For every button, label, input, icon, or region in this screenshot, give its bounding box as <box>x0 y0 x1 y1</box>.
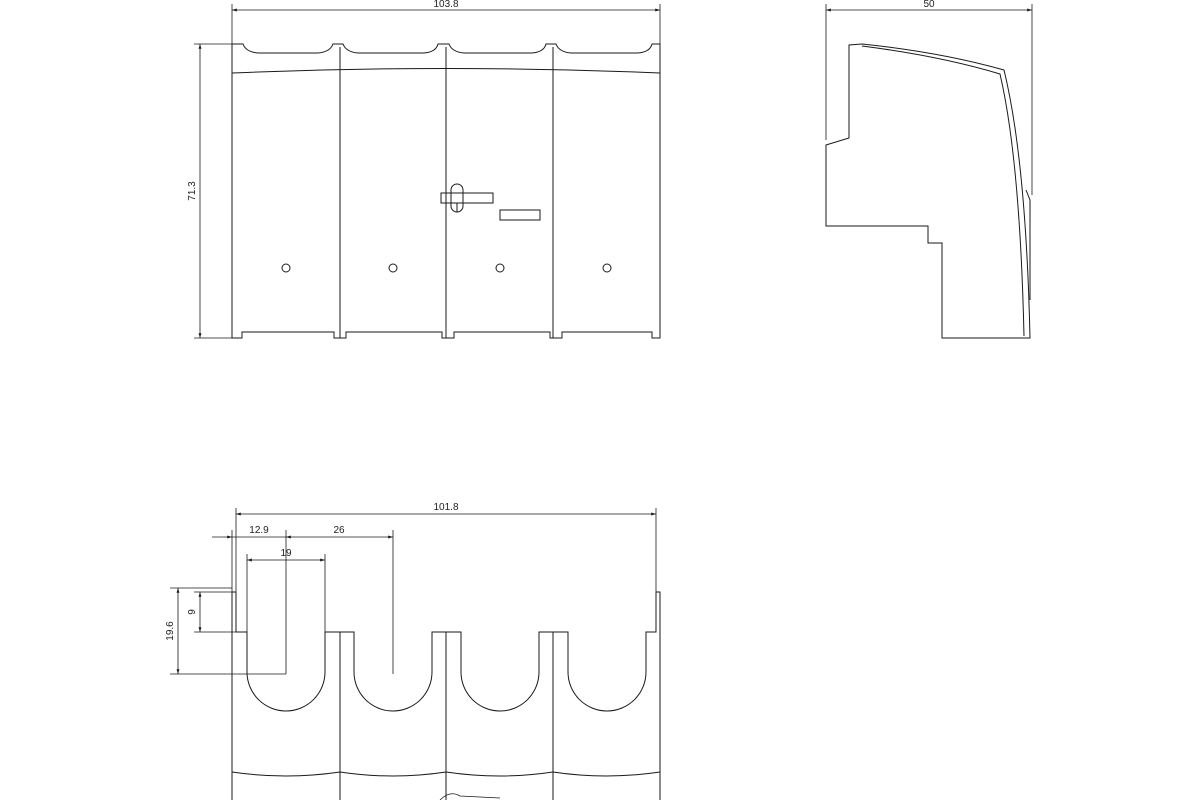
small-height-label: 9 <box>187 609 198 615</box>
toggle-handle <box>440 183 494 213</box>
front-height-label: 71.3 <box>187 181 198 201</box>
front-view: 103.8 71.3 <box>187 0 661 339</box>
slot-height-label: 19.6 <box>165 621 176 641</box>
handle-edge <box>439 793 501 800</box>
screw-hole <box>281 263 291 273</box>
slot-height-dimension: 19.6 <box>165 587 286 675</box>
front-height-dimension: 71.3 <box>187 43 232 339</box>
slot-width-label: 19 <box>280 548 292 559</box>
side-view: 50 <box>825 0 1033 339</box>
side-depth-label: 50 <box>923 0 935 10</box>
side-outline <box>825 43 1031 339</box>
bottom-cap-line <box>231 771 661 777</box>
offset-label: 12.9 <box>249 525 269 536</box>
screw-hole <box>495 263 505 273</box>
side-depth-dimension: 50 <box>825 0 1033 195</box>
bottom-overall-dimension: 101.8 <box>235 502 657 592</box>
pitch-dimension: 26 <box>286 525 394 674</box>
side-edge <box>1025 189 1031 300</box>
bottom-overall-label: 101.8 <box>433 502 458 513</box>
front-width-label: 103.8 <box>433 0 458 10</box>
side-inner-contour <box>861 45 1025 337</box>
front-width-dimension: 103.8 <box>231 0 661 44</box>
slot-width-dimension: 19 <box>246 548 326 674</box>
indicator-window <box>499 209 541 221</box>
pitch-label: 26 <box>333 525 345 536</box>
offset-dimension: 12.9 <box>212 525 287 592</box>
small-height-dimension: 9 <box>187 591 247 633</box>
front-outline <box>231 43 661 339</box>
screw-hole <box>388 263 398 273</box>
bottom-view: 101.8 12.9 26 19 9 <box>165 502 661 800</box>
screw-hole <box>602 263 612 273</box>
